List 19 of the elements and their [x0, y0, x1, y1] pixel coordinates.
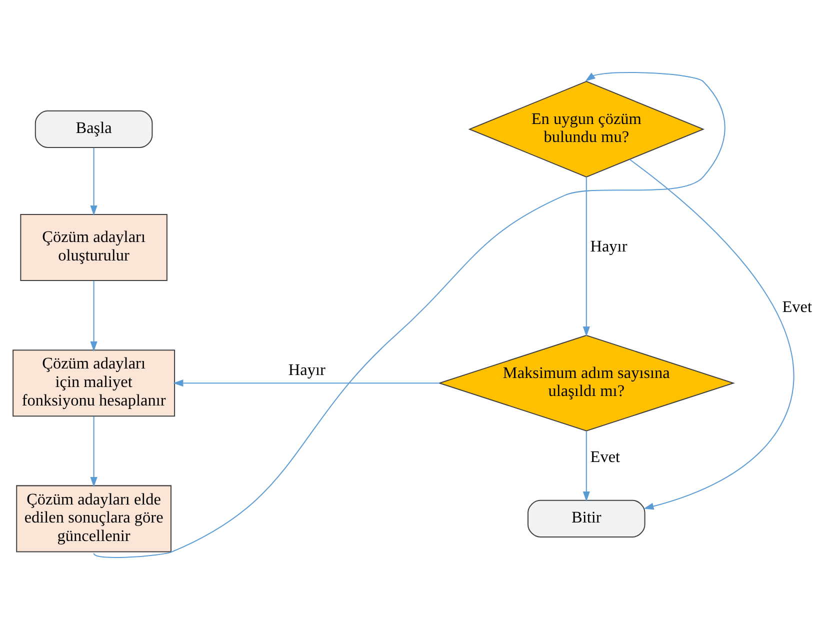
- arrow: [90, 280, 97, 352]
- node-box: Çözüm adayları için maliyet fonksiyonu hesaplanır: [12, 350, 175, 417]
- arrow: [582, 177, 590, 337]
- arrow: [582, 431, 590, 502]
- arrow: [172, 380, 439, 387]
- arrow: [93, 72, 725, 558]
- node-box: Çözüm adayları oluşturulur: [20, 214, 167, 282]
- edge-label: Evet: [782, 298, 812, 316]
- edge-label: Hayır: [288, 360, 325, 379]
- node-diamond: En uygun çözüm bulundu mu?: [468, 80, 704, 178]
- node-box: Çözüm adayları elde edilen sonuçlara göre güncellenir: [16, 485, 171, 552]
- arrow: [628, 159, 794, 510]
- arrow: [90, 148, 97, 216]
- edge-label: Evet: [590, 448, 620, 466]
- node-box: Bitir: [527, 500, 645, 538]
- arrow: [90, 416, 97, 488]
- edge-label: Hayır: [590, 237, 627, 256]
- node-diamond: Maksimum adım sayısına ulaşıldı mı?: [437, 334, 734, 432]
- node-box: Başla: [34, 110, 152, 148]
